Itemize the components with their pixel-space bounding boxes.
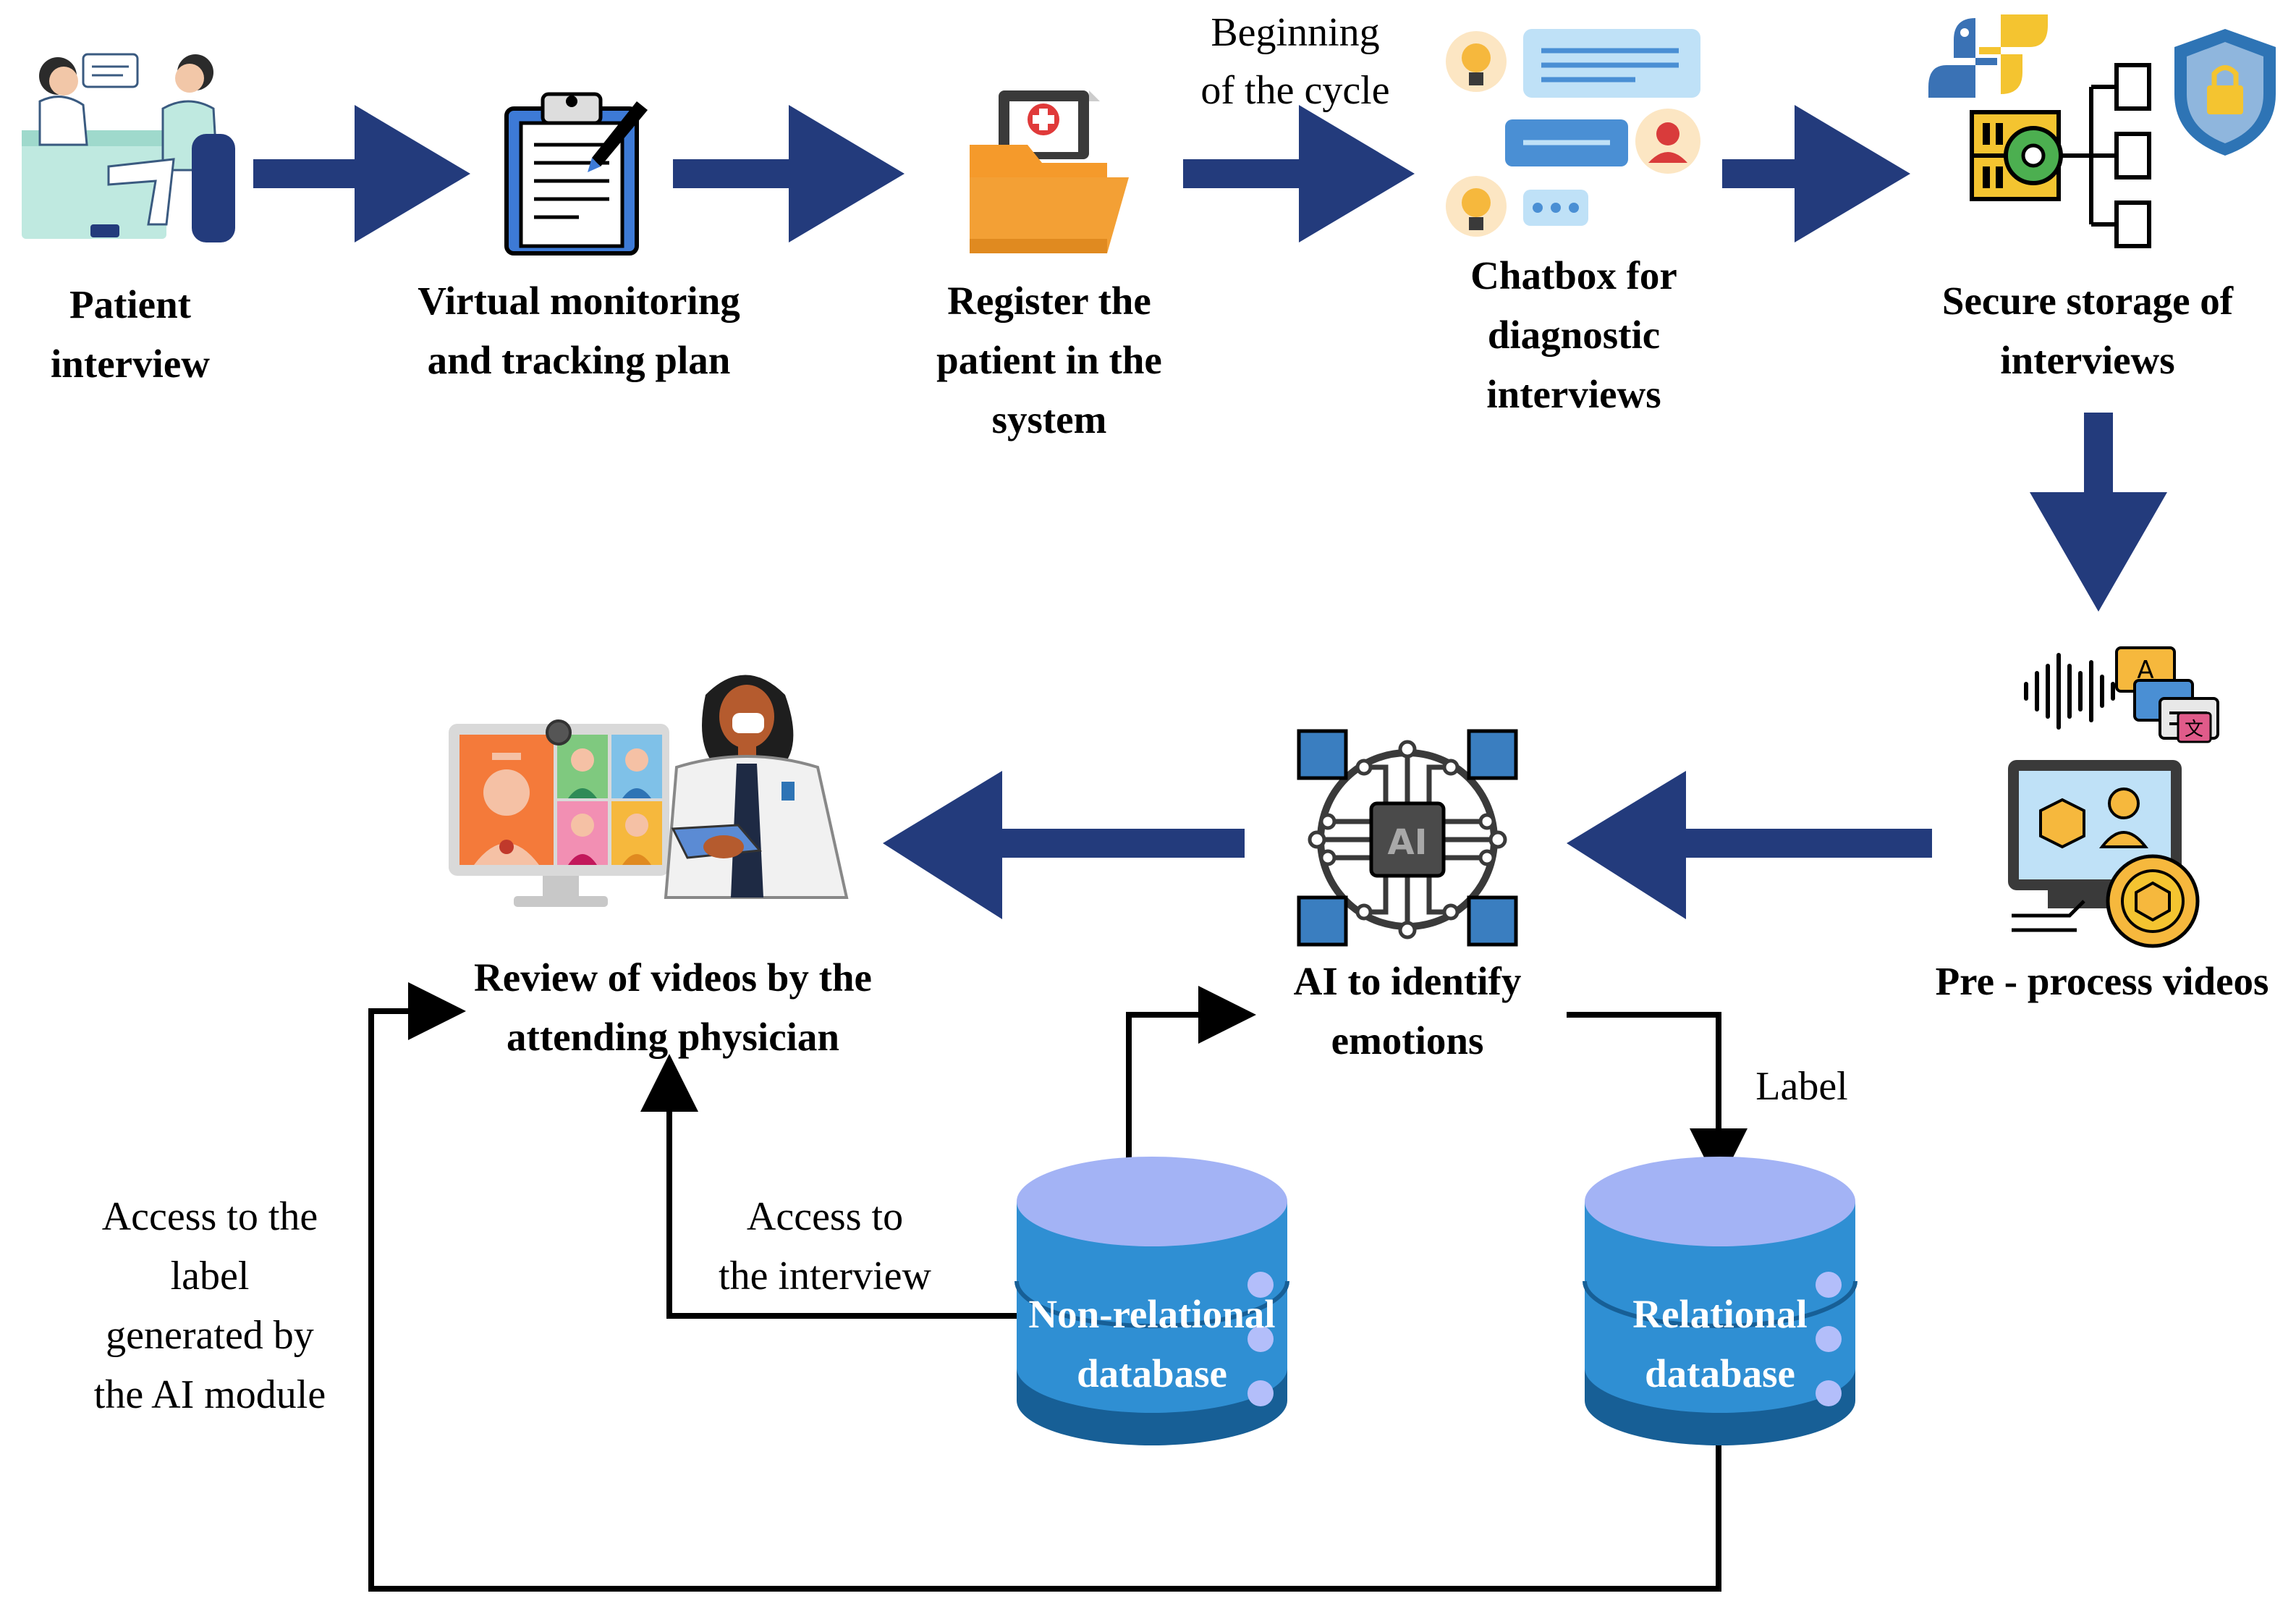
medical-folder-icon <box>970 90 1129 253</box>
arrow-interview-to-monitoring <box>253 105 470 242</box>
ai-chip-icon: AI <box>1297 729 1518 947</box>
connector-relational-to-review <box>368 982 1721 1592</box>
step-chatbox-label: Chatbox for diagnostic interviews <box>1470 253 1677 416</box>
arrow-register-to-chatbox <box>1183 105 1415 242</box>
arrow-storage-to-preprocess <box>2030 413 2167 612</box>
step-register-patient-label: Register the patient in the system <box>936 279 1162 442</box>
connector-nonrel-to-review <box>640 1054 1017 1319</box>
arrow-chatbox-to-storage <box>1722 105 1910 242</box>
beginning-cycle-annotation: Beginning of the cycle <box>1200 10 1390 113</box>
clipboard-pen-icon <box>504 92 648 256</box>
connector-ai-to-relational <box>1567 1012 1748 1186</box>
arrow-preprocess-to-ai <box>1567 771 1932 919</box>
svg-text:AI: AI <box>1387 822 1427 863</box>
access-interview-annotation: Access to the interview <box>719 1194 931 1298</box>
step-virtual-monitoring-label: Virtual monitoring and tracking plan <box>418 279 740 382</box>
non-relational-database-label: Non-relational database <box>1028 1292 1276 1395</box>
arrow-monitoring-to-register <box>673 105 905 242</box>
sound-wave-icon <box>2024 653 2115 730</box>
non-relational-database-icon <box>1014 1157 1289 1445</box>
step-preprocess-label: Pre - process videos <box>1935 959 2269 1003</box>
svg-text:文: 文 <box>2185 719 2203 740</box>
chat-conversation-icon <box>1446 29 1700 237</box>
step-secure-storage-label: Secure storage of interviews <box>1941 279 2234 382</box>
doctor-patient-consultation-icon <box>22 53 235 242</box>
flow-arrows <box>253 105 2167 919</box>
translate-icon: A 文 <box>2115 646 2219 743</box>
step-ai-emotions-label: AI to identify emotions <box>1293 959 1522 1063</box>
arrow-ai-to-review <box>883 771 1245 919</box>
access-label-annotation: Access to the label generated by the AI … <box>93 1194 326 1417</box>
label-annotation: Label <box>1755 1064 1848 1109</box>
relational-database-label: Relational database <box>1632 1292 1808 1395</box>
connectors <box>368 982 1748 1592</box>
svg-text:A: A <box>2137 656 2153 685</box>
step-review-videos-label: Review of videos by the attending physic… <box>474 955 872 1059</box>
step-patient-interview-label: Patient interview <box>51 282 210 386</box>
server-python-lock-icon <box>1928 14 2276 248</box>
physician-monitor-icon <box>449 675 849 907</box>
relational-database-icon <box>1583 1157 1857 1445</box>
video-processing-monitor-icon <box>2008 760 2200 948</box>
connector-nonrel-to-ai <box>1126 986 1256 1176</box>
